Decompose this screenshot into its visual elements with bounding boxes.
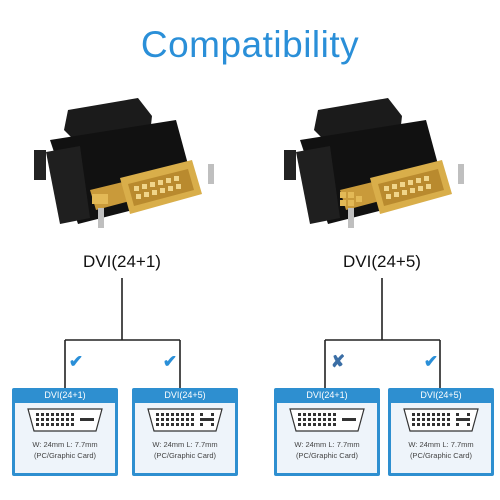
port-card-subtitle: (PC/Graphic Card) xyxy=(153,451,217,460)
port-card-header: DVI(24+1) xyxy=(44,390,86,400)
dvi-port-icon xyxy=(289,408,365,432)
check-icon: ✔ xyxy=(162,352,178,371)
port-card-header: DVI(24+5) xyxy=(420,390,462,400)
adapter-label-dvi-24-1: DVI(24+1) xyxy=(83,252,161,271)
dvi-24-1-adapter-image xyxy=(34,98,214,228)
port-card-dimensions: W: 24mm L: 7.7mm xyxy=(408,440,474,449)
port-card-subtitle: (PC/Graphic Card) xyxy=(409,451,473,460)
check-icon: ✔ xyxy=(68,352,84,371)
port-card-dimensions: W: 24mm L: 7.7mm xyxy=(152,440,218,449)
port-card-dimensions: W: 24mm L: 7.7mm xyxy=(294,440,360,449)
port-card-header: DVI(24+5) xyxy=(164,390,206,400)
port-card-subtitle: (PC/Graphic Card) xyxy=(295,451,359,460)
cross-icon: ✘ xyxy=(330,352,346,371)
port-card-dvi-24-5: DVI(24+5) W: 24mm L: 7.7mm (PC/Graphic C… xyxy=(132,388,238,476)
dvi-port-icon xyxy=(403,408,479,432)
port-card-dvi-24-5: DVI(24+5) W: 24mm L: 7.7mm (PC/Graphic C… xyxy=(388,388,494,476)
check-icon: ✔ xyxy=(423,352,439,371)
port-card-subtitle: (PC/Graphic Card) xyxy=(33,451,97,460)
page-title: Compatibility xyxy=(140,24,360,65)
adapter-label-dvi-24-5: DVI(24+5) xyxy=(343,252,421,271)
port-card-header: DVI(24+1) xyxy=(306,390,348,400)
dvi-24-5-adapter-image xyxy=(284,98,464,228)
dvi-port-icon xyxy=(27,408,103,432)
dvi-port-icon xyxy=(147,408,223,432)
port-card-dvi-24-1: DVI(24+1) W: 24mm L: 7.7mm (PC/Graphic C… xyxy=(12,388,118,476)
port-card-dvi-24-1: DVI(24+1) W: 24mm L: 7.7mm (PC/Graphic C… xyxy=(274,388,380,476)
port-card-dimensions: W: 24mm L: 7.7mm xyxy=(32,440,98,449)
